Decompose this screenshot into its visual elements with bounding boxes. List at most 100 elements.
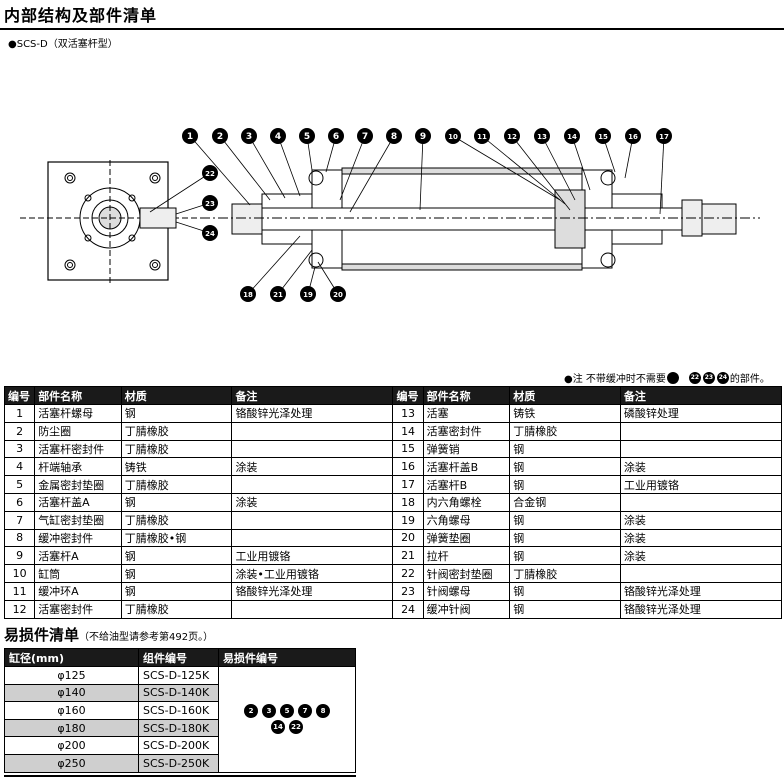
- part-name: 缓冲密封件: [34, 528, 122, 548]
- cushion-note: ●注 不带缓冲时不需要 22 23 24 的部件。: [564, 370, 770, 385]
- svg-text:21: 21: [273, 291, 283, 299]
- callout-14: 14: [564, 128, 580, 144]
- part-name: 活塞杆盖A: [34, 492, 122, 512]
- part-remark: 铬酸锌光泽处理: [231, 581, 394, 601]
- svg-text:17: 17: [659, 133, 669, 141]
- svg-text:8: 8: [391, 132, 397, 142]
- part-name: 防尘圈: [34, 421, 122, 441]
- callout-9: 9: [415, 128, 431, 144]
- part-remark: [619, 439, 783, 459]
- part-material: 钢: [509, 510, 621, 530]
- part-name: 活塞: [422, 404, 511, 423]
- spare-part-chip: 14: [271, 720, 285, 735]
- svg-text:22: 22: [205, 170, 215, 178]
- part-number: 5: [3, 475, 36, 494]
- part-number: 2: [3, 421, 36, 441]
- svg-text:20: 20: [333, 291, 343, 299]
- part-material: 钢: [509, 581, 621, 601]
- callout-5: 5: [299, 128, 315, 144]
- part-number: 21: [392, 546, 424, 566]
- part-name: 活塞密封件: [34, 599, 122, 619]
- part-number: 7: [3, 510, 36, 530]
- part-material: 钢: [509, 439, 621, 459]
- part-number: 18: [392, 492, 424, 512]
- header-no: 编号: [392, 386, 424, 405]
- part-material: 钢: [120, 492, 233, 512]
- callout-10: 10: [445, 128, 461, 144]
- part-number: 4: [3, 457, 36, 477]
- part-remark: [231, 475, 394, 494]
- kit-number: SCS-D-250K: [138, 753, 219, 773]
- svg-text:11: 11: [477, 133, 487, 141]
- part-material: 铸铁: [509, 404, 621, 423]
- part-number: 20: [392, 528, 424, 548]
- note-item-22: 22: [688, 371, 701, 384]
- part-number: 11: [3, 581, 36, 601]
- part-number: 10: [3, 564, 36, 583]
- header-material: 材质: [120, 386, 233, 405]
- part-number: 8: [3, 528, 36, 548]
- svg-text:18: 18: [243, 291, 253, 299]
- part-remark: 铬酸锌光泽处理: [619, 581, 783, 601]
- kit-number: SCS-D-180K: [138, 718, 219, 738]
- svg-text:10: 10: [448, 133, 458, 141]
- kit-number: SCS-D-140K: [138, 683, 219, 703]
- part-remark: [231, 439, 394, 459]
- header-no: 编号: [3, 386, 36, 405]
- svg-text:14: 14: [567, 133, 577, 141]
- svg-text:4: 4: [275, 132, 281, 142]
- spare-part-chip: 5: [280, 704, 294, 719]
- callout-17: 17: [656, 128, 672, 144]
- header-name: 部件名称: [34, 386, 122, 405]
- part-remark: 涂装: [619, 528, 783, 548]
- note-blank-mark: [666, 371, 679, 384]
- part-name: 弹簧垫圈: [422, 528, 511, 548]
- callout-22: 22: [202, 165, 218, 181]
- part-name: 活塞杆螺母: [34, 404, 122, 423]
- callout-18: 18: [240, 286, 256, 302]
- part-number: 17: [392, 475, 424, 494]
- svg-text:1: 1: [187, 132, 193, 142]
- part-remark: [231, 599, 394, 619]
- part-name: 缓冲环A: [34, 581, 122, 601]
- callout-12: 12: [504, 128, 520, 144]
- svg-text:3: 3: [246, 132, 252, 142]
- part-number: 12: [3, 599, 36, 619]
- svg-text:2: 2: [217, 132, 223, 142]
- callout-7: 7: [357, 128, 373, 144]
- callout-1: 1: [182, 128, 198, 144]
- part-remark: 工业用镀铬: [619, 475, 783, 494]
- note-suffix: 的部件。: [729, 374, 770, 385]
- svg-text:7: 7: [362, 132, 368, 142]
- callout-2: 2: [212, 128, 228, 144]
- part-name: 活塞杆密封件: [34, 439, 122, 459]
- model-subtitle: ●SCS-D（双活塞杆型）: [8, 39, 118, 50]
- header-name: 部件名称: [422, 386, 511, 405]
- part-number: 19: [392, 510, 424, 530]
- part-material: 钢: [120, 564, 233, 583]
- callout-23: 23: [202, 195, 218, 211]
- bore-size: φ160: [4, 701, 139, 720]
- header-kit-no: 组件编号: [138, 648, 219, 667]
- kit-number: SCS-D-160K: [138, 701, 219, 720]
- part-name: 活塞杆A: [34, 546, 122, 566]
- bore-size: φ250: [4, 753, 139, 773]
- part-material: 丁腈橡胶: [120, 475, 233, 494]
- part-material: 丁腈橡胶: [120, 439, 233, 459]
- part-name: 活塞杆B: [422, 475, 511, 494]
- part-name: 弹簧销: [422, 439, 511, 459]
- bore-size: φ140: [4, 683, 139, 703]
- callout-21: 21: [270, 286, 286, 302]
- header-remark: 备注: [231, 386, 394, 405]
- part-number: 16: [392, 457, 424, 477]
